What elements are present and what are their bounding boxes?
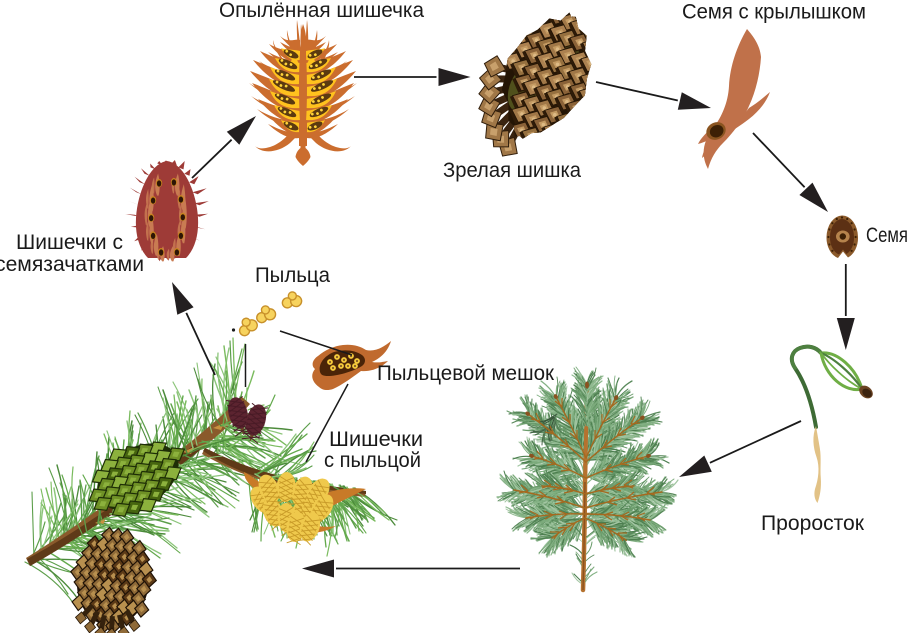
svg-text:Пыльцевой мешок: Пыльцевой мешок [377, 361, 555, 385]
svg-text:Шишечки с: Шишечки с [16, 230, 123, 254]
svg-text:Зрелая шишка: Зрелая шишка [443, 158, 581, 182]
svg-text:Опылённая шишечка: Опылённая шишечка [219, 0, 424, 22]
svg-text:с пыльцой: с пыльцой [324, 448, 421, 472]
svg-text:Шишечки: Шишечки [329, 427, 423, 451]
svg-text:Семя с крылышком: Семя с крылышком [682, 0, 866, 24]
svg-text:Пыльца: Пыльца [255, 263, 330, 287]
svg-text:Семя: Семя [866, 223, 908, 247]
svg-text:семязачатками: семязачатками [0, 252, 144, 276]
svg-text:Проросток: Проросток [761, 511, 865, 535]
